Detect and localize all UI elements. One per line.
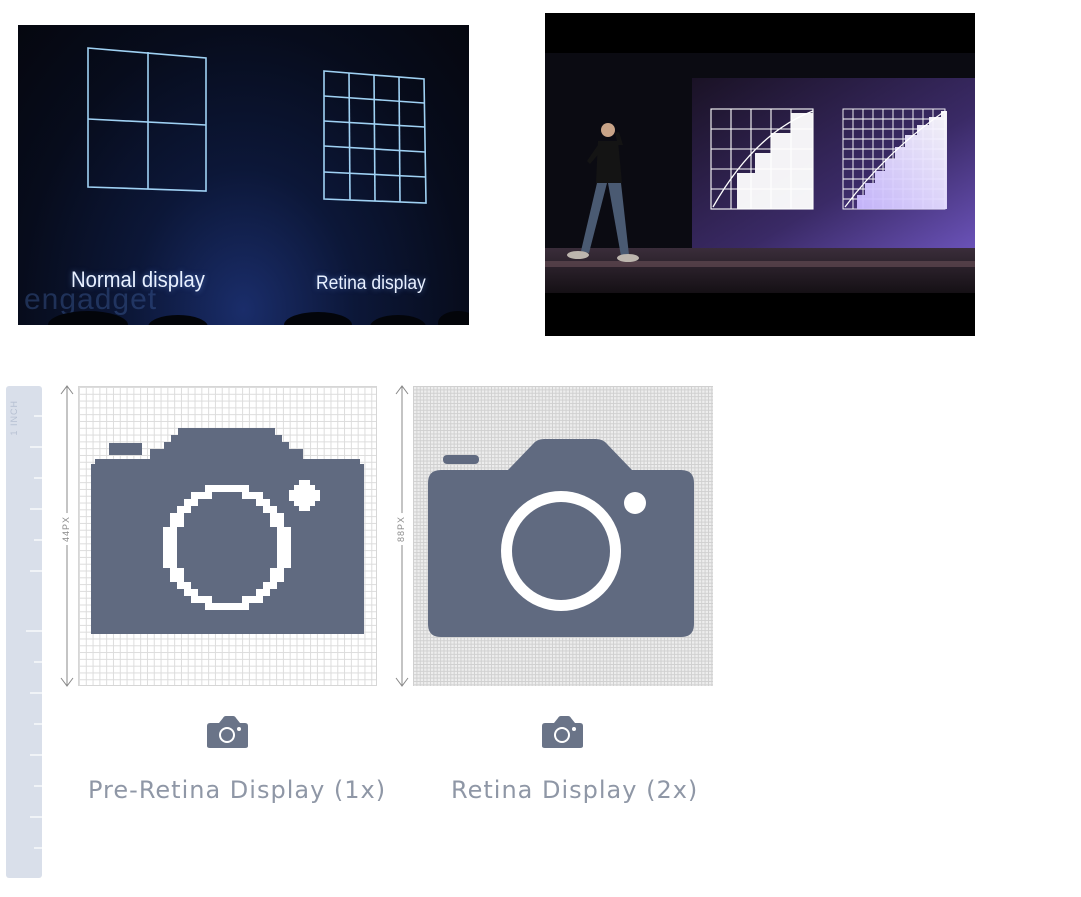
audience-silhouettes xyxy=(48,311,469,325)
camera-icon xyxy=(428,439,694,637)
keynote-stage-photo xyxy=(545,13,975,336)
dimension-label-88px: 88PX xyxy=(396,513,406,546)
pre-retina-caption: Pre-Retina Display (1x) xyxy=(88,776,387,804)
presenter-figure xyxy=(567,123,639,262)
camera-icon xyxy=(207,716,248,748)
dimension-label-44px: 44PX xyxy=(61,513,71,546)
inch-ruler: 1 INCH xyxy=(6,386,42,878)
grid-illustration xyxy=(87,47,427,204)
normal-vs-retina-slide: Normal display Retina display engadget xyxy=(18,25,469,325)
stage-scene xyxy=(545,53,975,293)
retina-display-caption: Retina display xyxy=(316,273,426,294)
ruler-ticks xyxy=(26,415,42,849)
pre-retina-pixel-grid xyxy=(78,386,377,686)
camera-icon xyxy=(91,428,364,634)
camera-icon xyxy=(542,716,583,748)
engadget-watermark: engadget xyxy=(24,283,158,316)
retina-pixel-grid xyxy=(413,386,713,686)
normal-display-caption: Normal display xyxy=(71,267,205,292)
retina-caption: Retina Display (2x) xyxy=(451,776,699,804)
